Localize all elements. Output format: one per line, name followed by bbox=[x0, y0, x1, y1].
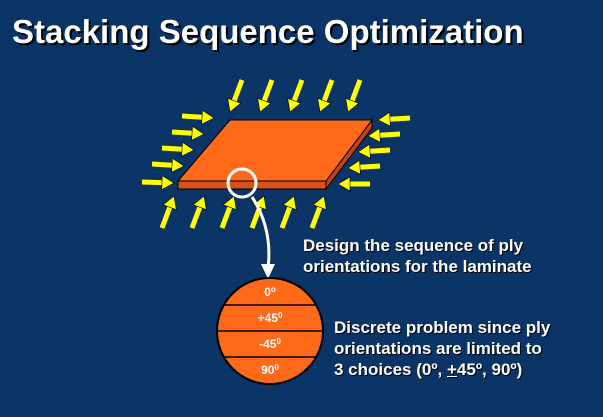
load-arrow-shaft bbox=[261, 79, 275, 102]
plate-top-face bbox=[176, 119, 374, 182]
load-arrow-shaft bbox=[151, 161, 173, 168]
load-arrow-head bbox=[287, 97, 302, 113]
load-arrow-head bbox=[181, 141, 195, 157]
load-arrows bbox=[141, 79, 411, 229]
load-arrow-shaft bbox=[369, 147, 391, 154]
load-arrow-head bbox=[192, 195, 207, 211]
load-arrow-shaft bbox=[291, 79, 305, 102]
design-caption: Design the sequence of ply orientations … bbox=[303, 236, 532, 276]
load-arrow-head bbox=[201, 109, 215, 125]
ply-label-90: 900 bbox=[261, 363, 279, 377]
slide-title: Stacking Sequence Optimization bbox=[12, 13, 524, 50]
ply-label-minus45: -450 bbox=[259, 337, 281, 351]
load-arrow-head bbox=[222, 195, 237, 211]
ply-stack: 0o +450 -450 900 bbox=[216, 277, 324, 385]
load-arrow-shaft bbox=[181, 113, 203, 120]
zoom-connector-arrow bbox=[250, 196, 271, 269]
zoom-connector-arrowhead bbox=[261, 264, 275, 279]
load-arrow-head bbox=[367, 127, 381, 143]
load-arrow-shaft bbox=[159, 206, 173, 229]
ply-zoom-circle bbox=[226, 167, 258, 199]
load-arrow-head bbox=[227, 97, 242, 113]
ply-label-plus45: +450 bbox=[258, 311, 283, 325]
load-arrow-head bbox=[161, 175, 175, 191]
load-arrow-shaft bbox=[161, 145, 183, 152]
load-arrow-shaft bbox=[359, 163, 381, 170]
ply-label-0: 0o bbox=[264, 285, 276, 299]
load-arrow-shaft bbox=[309, 206, 323, 229]
load-arrow-head bbox=[357, 143, 371, 159]
discrete-caption: Discrete problem since ply orientations … bbox=[334, 318, 551, 379]
load-arrow-head bbox=[345, 97, 360, 113]
load-arrow-head bbox=[257, 97, 272, 113]
load-arrow-shaft bbox=[321, 79, 335, 102]
load-arrow-shaft bbox=[379, 131, 401, 138]
load-arrow-head bbox=[282, 195, 297, 211]
load-arrow-shaft bbox=[389, 115, 411, 122]
load-arrow-shaft bbox=[141, 179, 163, 186]
load-arrow-shaft bbox=[349, 79, 363, 102]
load-arrow-head bbox=[191, 125, 205, 141]
load-arrow-shaft bbox=[189, 206, 203, 229]
load-arrow-shaft bbox=[171, 129, 193, 136]
load-arrow-head bbox=[312, 195, 327, 211]
load-arrow-shaft bbox=[279, 206, 293, 229]
load-arrow-head bbox=[347, 159, 361, 175]
load-arrow-shaft bbox=[219, 206, 233, 229]
load-arrow-head bbox=[377, 111, 391, 127]
laminate-plate bbox=[176, 118, 374, 191]
load-arrow-head bbox=[162, 195, 177, 211]
load-arrow-head bbox=[317, 97, 332, 113]
load-arrow-head bbox=[337, 176, 351, 192]
load-arrow-shaft bbox=[231, 79, 245, 102]
load-arrow-head bbox=[252, 195, 267, 211]
load-arrow-head bbox=[171, 157, 185, 173]
